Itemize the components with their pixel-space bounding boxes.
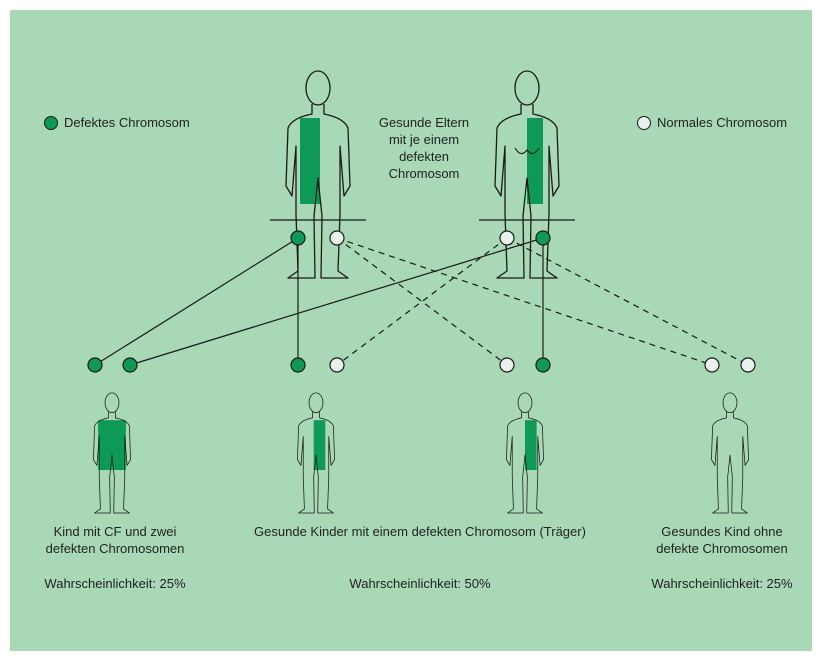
carrier2-chromosome-2 [535,357,551,373]
normal-legend-label: Normales Chromosom [657,115,788,130]
healthy-child-label-line1: Gesundes Kind ohne [661,524,783,539]
cf-child-figure [93,392,131,514]
line-father-d-to-cf1 [94,237,299,366]
mother-figure [479,70,575,279]
line-mother-d-to-cf2 [129,237,544,366]
father-figure [270,70,366,279]
healthy-child-label-line2: defekte Chromosomen [656,541,788,556]
cf-child-chromosome-2 [122,357,138,373]
line-father-n-to-carrier2 [336,237,508,366]
parents-label: Gesunde Eltern mit je einem defekten Chr… [360,114,488,182]
healthy-child-label: Gesundes Kind ohne defekte Chromosomen [632,523,812,557]
carrier1-chromosome-2 [329,357,345,373]
father-normal-chromosome [329,230,345,246]
parent-chromosomes [290,230,551,246]
carrier1-chromosome-1 [290,357,306,373]
carrier-child-figure-2 [506,392,544,514]
inheritance-lines [94,237,749,366]
cf-child-label: Kind mit CF und zwei defekten Chromosome… [20,523,210,557]
defective-legend-dot [44,116,58,130]
cf-child-chromosome-1 [87,357,103,373]
normal-legend-dot [637,116,651,130]
parents-label-line3: defekten [399,149,449,164]
child-chromosomes [87,357,756,373]
carrier-children-probability: Wahrscheinlichkeit: 50% [349,576,491,591]
mother-normal-chromosome [499,230,515,246]
healthy-chromosome-2 [740,357,756,373]
healthy-chromosome-1 [704,357,720,373]
cf-child-label-line1: Kind mit CF und zwei [53,524,177,539]
line-mother-n-to-carrier1 [336,237,508,366]
cf-child-probability: Wahrscheinlichkeit: 25% [44,576,186,591]
carrier-children-label: Gesunde Kinder mit einem defekten Chromo… [254,524,586,539]
defective-legend-label: Defektes Chromosom [64,115,190,130]
line-father-n-to-healthy1 [336,237,713,366]
parents-label-line1: Gesunde Eltern [378,115,470,130]
carrier2-chromosome-1 [499,357,515,373]
diagram-panel [10,10,812,651]
father-defective-chromosome [290,230,306,246]
carrier-child-figure-1 [297,392,335,514]
healthy-child-figure [711,392,749,514]
parents-label-line4: Chromosom [388,166,460,181]
healthy-child-probability: Wahrscheinlichkeit: 25% [651,576,793,591]
cf-child-label-line2: defekten Chromosomen [45,541,185,556]
parents-label-line2: mit je einem [388,132,460,147]
mother-defective-chromosome [535,230,551,246]
